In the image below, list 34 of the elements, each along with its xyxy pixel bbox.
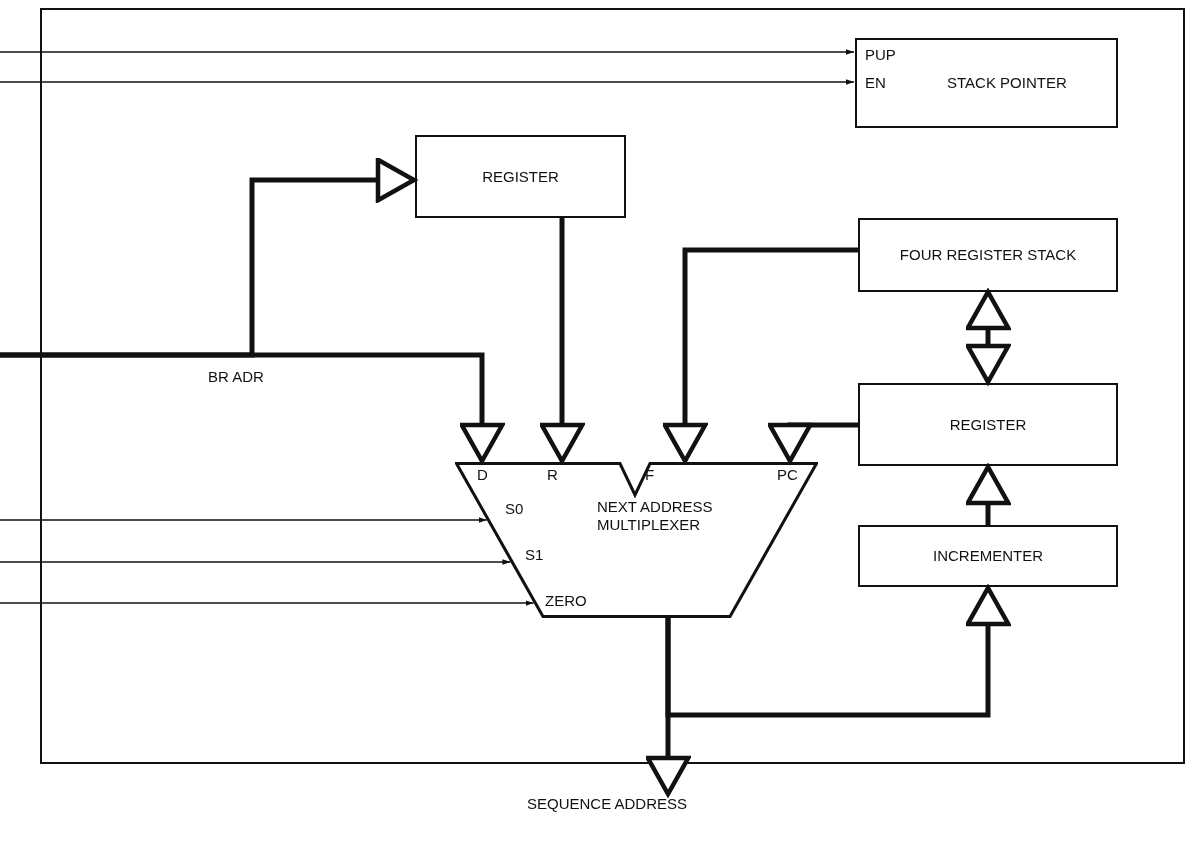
block-label: FOUR REGISTER STACK [898, 246, 1078, 264]
incrementer-box [858, 525, 1118, 587]
pin-label: S0 [505, 500, 524, 518]
pin-label: PUP [865, 46, 896, 64]
block-label: STACK POINTER [947, 74, 1067, 92]
signal-arrow [0, 49, 855, 55]
bus-arrow [645, 618, 691, 797]
bus-arrow [965, 289, 1011, 385]
register-box [858, 383, 1118, 466]
multiplexer-trapezoid [455, 462, 818, 618]
signal-arrow [0, 517, 488, 523]
block-label: INCREMENTER [932, 547, 1044, 565]
signal-arrow [0, 559, 512, 565]
block-label: REGISTER [481, 167, 560, 186]
stack-pointer-box [855, 38, 1118, 128]
register-stack-box [858, 218, 1118, 292]
register-box [415, 135, 626, 218]
block-label: NEXT ADDRESS MULTIPLEXER [597, 498, 714, 534]
pin-label: S1 [525, 546, 544, 564]
signal-arrow [0, 600, 535, 606]
pin-label: D [477, 466, 488, 484]
bus-arrow [767, 422, 858, 464]
pin-label: PC [777, 466, 798, 484]
block-label: REGISTER [948, 415, 1028, 434]
bus-arrow [965, 464, 1011, 525]
pin-label: EN [865, 74, 886, 92]
bus-arrow [662, 247, 858, 464]
pin-label: R [547, 466, 558, 484]
bus-arrow [539, 218, 585, 464]
chip-outline [40, 8, 1185, 764]
signal-arrow [0, 79, 855, 85]
pin-label: ZERO [545, 592, 587, 610]
bus-arrow [0, 352, 505, 464]
output-label: SEQUENCE ADDRESS [527, 795, 688, 812]
